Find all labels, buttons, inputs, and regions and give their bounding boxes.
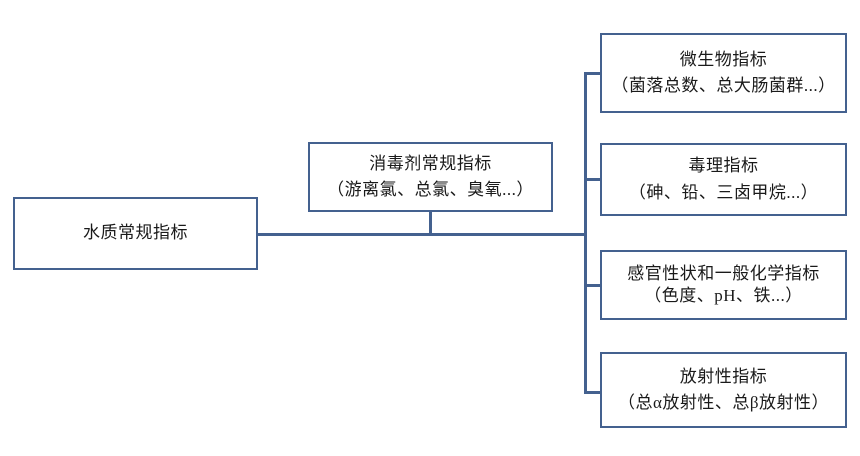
node-root-water-quality: 水质常规指标: [13, 197, 258, 270]
node-toxicology-detail: （砷、铅、三卤甲烷...）: [628, 182, 819, 202]
connector-root-to-spine: [258, 233, 587, 236]
connector-branch-sensory: [584, 284, 601, 287]
node-microbial-indicators: 微生物指标 （菌落总数、总大肠菌群...）: [600, 33, 847, 113]
node-toxicology-indicators: 毒理指标 （砷、铅、三卤甲烷...）: [600, 143, 847, 216]
connector-vertical-spine: [584, 72, 587, 394]
node-toxicology-title: 毒理指标: [688, 156, 759, 176]
connector-branch-radioactive: [584, 391, 601, 394]
node-radioactive-detail: （总α放射性、总β放射性）: [617, 393, 830, 412]
node-disinfectant-detail: （游离氯、总氯、臭氧...）: [327, 180, 534, 199]
node-microbial-detail: （菌落总数、总大肠菌群...）: [611, 76, 836, 95]
node-radioactive-title: 放射性指标: [679, 366, 768, 386]
node-sensory-title: 感官性状和一般化学指标: [627, 263, 820, 283]
connector-branch-toxicology: [584, 178, 601, 181]
connector-branch-microbial: [584, 72, 601, 75]
node-sensory-detail: （色度、pH、铁...）: [644, 286, 803, 305]
node-sensory-chemical-indicators: 感官性状和一般化学指标 （色度、pH、铁...）: [600, 250, 847, 320]
node-radioactive-indicators: 放射性指标 （总α放射性、总β放射性）: [600, 352, 847, 428]
node-root-label: 水质常规指标: [83, 223, 188, 243]
node-disinfectant-title: 消毒剂常规指标: [369, 153, 492, 173]
node-microbial-title: 微生物指标: [679, 49, 768, 69]
node-disinfectant-indicators: 消毒剂常规指标 （游离氯、总氯、臭氧...）: [308, 142, 553, 212]
connector-disinfectant-stub: [429, 212, 432, 234]
